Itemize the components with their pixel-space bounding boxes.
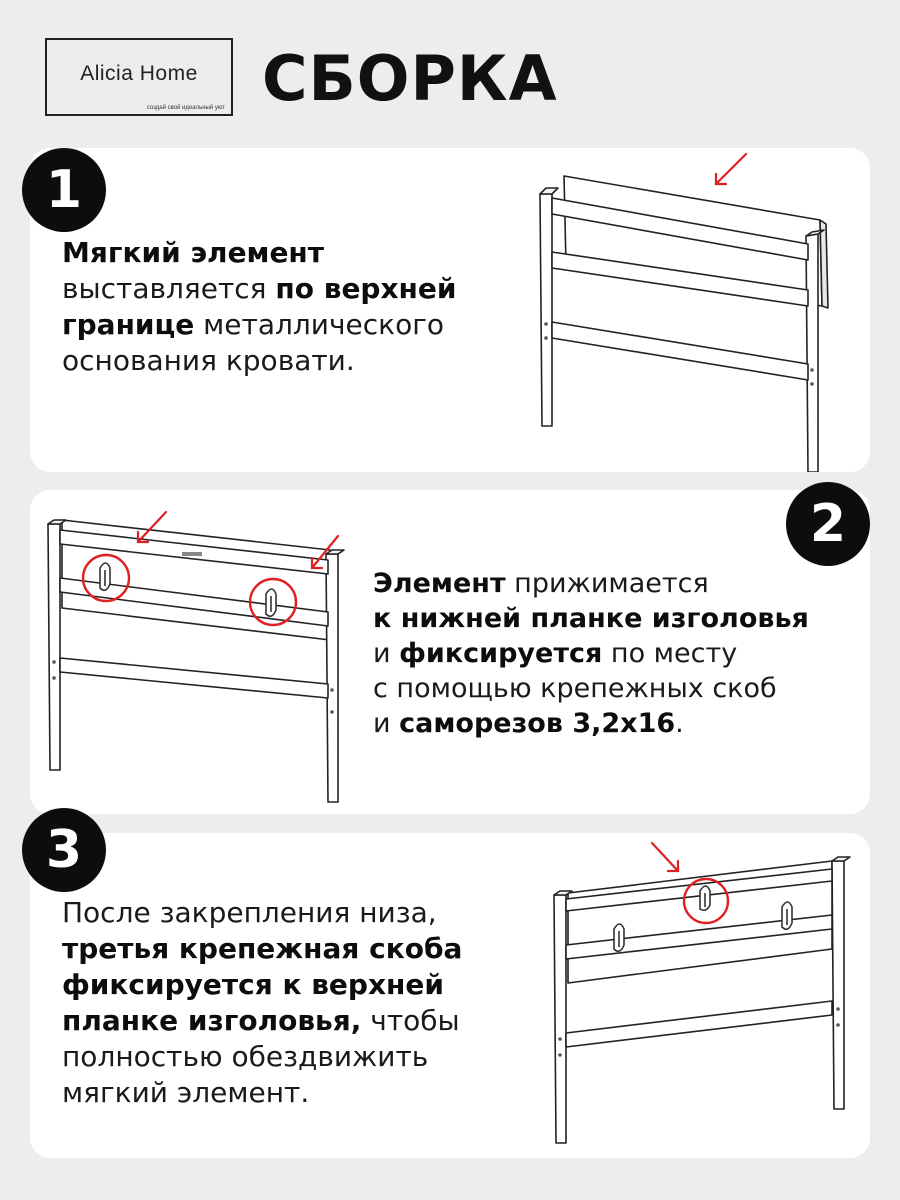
instruction-line: и фиксируется по месту <box>373 636 893 671</box>
instruction-text: прижимается <box>505 568 709 599</box>
instruction-line: к нижней планке изголовья <box>373 601 893 636</box>
top-rail <box>551 197 809 261</box>
bottom-rail <box>565 1000 833 1048</box>
instruction-line: выставляется по верхней <box>62 271 532 307</box>
instruction-text: по месту <box>602 638 738 669</box>
right-post <box>831 860 845 1110</box>
instruction-line: планке изголовья, чтобы <box>62 1003 532 1039</box>
instruction-text: . <box>675 708 684 739</box>
instruction-emphasis: планке изголовья, <box>62 1004 362 1037</box>
logo-tagline: создай свой идеальный уют <box>146 105 225 111</box>
instruction-text: чтобы <box>361 1004 460 1037</box>
instruction-text: После закрепления низа, <box>62 896 437 929</box>
instruction-emphasis: фиксируется к верхней <box>62 968 444 1001</box>
instruction-text: и <box>373 638 400 669</box>
instruction-line: с помощью крепежных скоб <box>373 671 893 706</box>
instruction-emphasis: Мягкий элемент <box>62 236 325 269</box>
instruction-emphasis: Элемент <box>373 568 506 599</box>
bottom-rail <box>59 657 329 699</box>
step-2-headboard-illustration <box>47 510 345 803</box>
instruction-text: и <box>373 708 400 739</box>
step-3-instructions: После закрепления низа,третья крепежная … <box>62 895 532 1111</box>
instruction-line: границе металлического <box>62 307 532 343</box>
instruction-line: основания кровати. <box>62 343 532 379</box>
instruction-line: Мягкий элемент <box>62 235 532 271</box>
arrow-icon <box>136 510 340 570</box>
left-post <box>539 193 553 427</box>
instruction-text: с помощью крепежных скоб <box>373 673 777 704</box>
right-post <box>805 233 819 472</box>
instruction-emphasis: саморезов 3,2х16 <box>399 708 676 739</box>
top-rail <box>565 868 833 912</box>
instruction-line: После закрепления низа, <box>62 895 532 931</box>
logo-name: Alicia Home <box>80 62 198 85</box>
instruction-line: мягкий элемент. <box>62 1075 532 1111</box>
lower-rail <box>565 914 833 960</box>
instruction-emphasis: третья крепежная скоба <box>62 932 463 965</box>
step-1-headboard-illustration <box>539 152 829 472</box>
step-1-card <box>30 148 870 472</box>
step-3-number-badge: 3 <box>22 808 106 892</box>
left-post <box>553 894 567 1144</box>
instruction-line: полностью обездвижить <box>62 1039 532 1075</box>
step-1-number-badge: 1 <box>22 148 106 232</box>
instruction-line: и саморезов 3,2х16. <box>373 706 893 741</box>
instruction-emphasis: к нижней планке изголовья <box>373 603 809 634</box>
brand-logo: Alicia Home создай свой идеальный уют <box>45 38 233 116</box>
instruction-emphasis: фиксируется <box>399 638 603 669</box>
step-2-number-badge: 2 <box>786 482 870 566</box>
step-3-headboard-illustration <box>553 841 851 1144</box>
left-post <box>47 523 61 771</box>
instruction-text: основания кровати. <box>62 344 355 377</box>
instruction-emphasis: по верхней <box>275 272 457 305</box>
instruction-line: третья крепежная скоба <box>62 931 532 967</box>
instruction-line: Элемент прижимается <box>373 566 893 601</box>
instruction-text: мягкий элемент. <box>62 1076 310 1109</box>
instruction-text: металлического <box>194 308 445 341</box>
arrow-icon <box>650 841 680 873</box>
bottom-rail <box>551 321 809 381</box>
mounting-bracket-icon <box>99 562 277 618</box>
instruction-text: выставляется <box>62 272 276 305</box>
page-title: СБОРКА <box>262 42 558 115</box>
mounting-bracket-icon <box>613 885 793 953</box>
arrow-icon <box>714 152 748 186</box>
highlight-circle-icon <box>682 877 730 925</box>
right-post <box>325 553 339 803</box>
instruction-text: полностью обездвижить <box>62 1040 429 1073</box>
highlight-circle-icon <box>81 553 298 627</box>
instruction-emphasis: границе <box>62 308 195 341</box>
instruction-line: фиксируется к верхней <box>62 967 532 1003</box>
middle-rail <box>551 251 809 307</box>
